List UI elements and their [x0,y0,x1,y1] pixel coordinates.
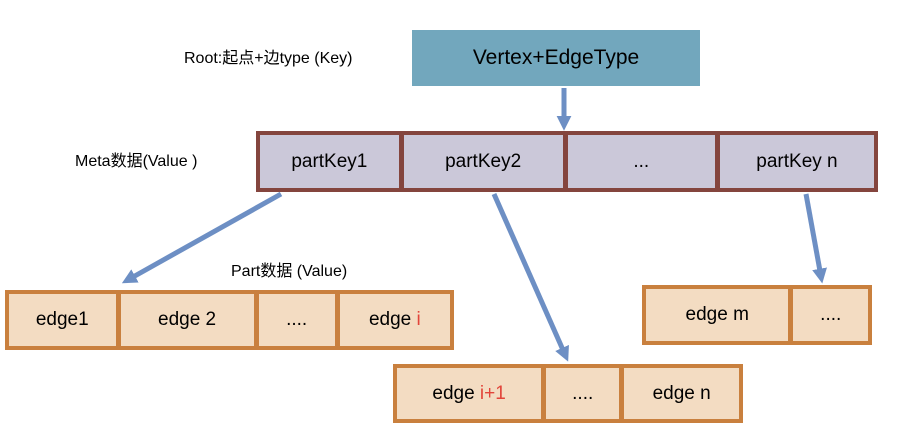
cell-text: edge [368,309,417,330]
cell-text: .... [572,382,594,404]
edge-cell: edge i [339,294,450,346]
cell-text: edge m [685,304,749,325]
cell-highlight-text: i+1 [479,382,506,404]
arrow-partkey2-to-part2 [491,192,569,362]
cell-text: edge 2 [158,309,217,330]
cell-text: edge [432,382,480,404]
edge-cell: edge 2 [120,294,254,346]
cell-text: partKey n [756,150,838,172]
edge-cell: .... [258,294,335,346]
edge-row-partn: edge m.... [642,285,872,345]
edge-cell: edge n [624,368,740,419]
edge-cell: .... [793,289,868,341]
meta-cell: partKey n [719,135,874,188]
edge-cell: edge1 [9,294,116,346]
cell-text: .... [286,309,308,330]
root-node: Vertex+EdgeType [412,30,700,86]
edge-row-part1: edge1 edge 2.... edge i [5,290,454,350]
cell-text: ... [633,150,650,172]
edge-row-part2: edge i+1.... edge n [393,364,743,423]
cell-highlight-text: i [416,309,421,330]
meta-row: partKey1 partKey2... partKey n [256,131,878,192]
meta-cell: partKey1 [260,135,399,188]
cell-text: partKey2 [445,150,522,172]
cell-text: edge1 [35,309,89,330]
edge-cell: .... [546,368,620,419]
meta-cell: ... [567,135,715,188]
cell-text: .... [820,304,842,325]
root-key-label: Root:起点+边type (Key) [184,50,353,67]
arrow-partkeyn-to-partn [803,193,827,284]
cell-text: edge n [652,382,711,404]
cell-text: partKey1 [291,150,368,172]
edge-cell: edge m [646,289,789,341]
part-value-label: Part数据 (Value) [231,263,348,280]
meta-value-label: Meta数据(Value ) [75,153,198,170]
edge-cell: edge i+1 [397,368,542,419]
meta-cell: partKey2 [403,135,563,188]
